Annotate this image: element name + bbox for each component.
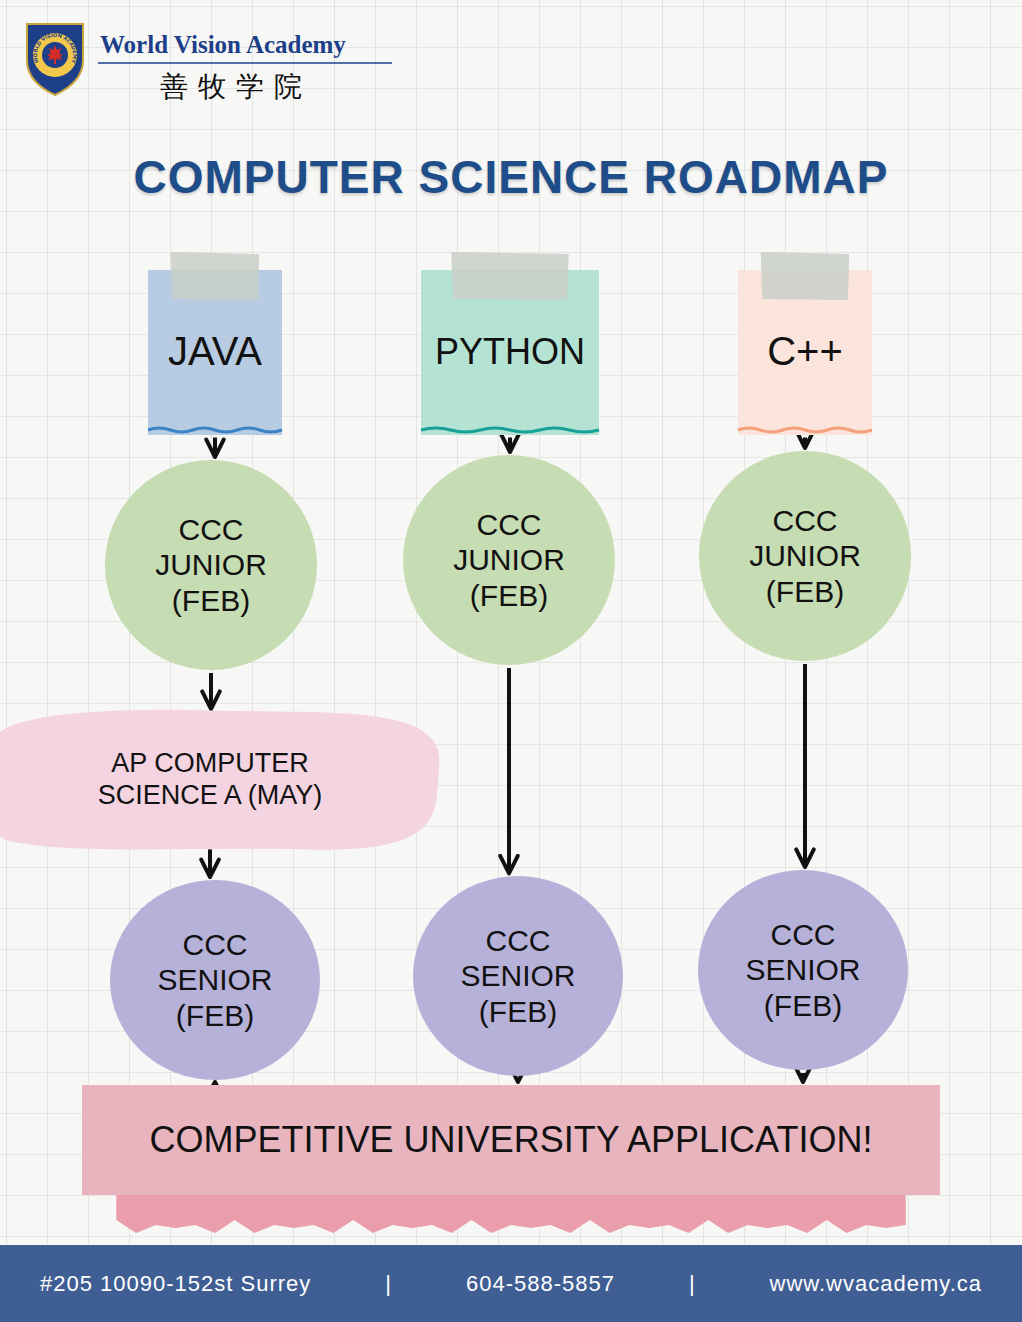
school-name-chinese: 善牧学院 [160, 68, 312, 106]
tape-strip [171, 252, 259, 300]
node-text: CCC SENIOR (FEB) [745, 917, 860, 1023]
maple-leaf [47, 45, 63, 64]
website: www.wvacademy.ca [770, 1271, 982, 1297]
phone: 604-588-5857 [466, 1271, 615, 1297]
flow-arrow [803, 664, 807, 867]
node-text: COMPETITIVE UNIVERSITY APPLICATION! [150, 1119, 873, 1161]
footer-band: #205 10090-152st Surrey | 604-588-5857 | www… [0, 1245, 1022, 1322]
note-wave [148, 428, 282, 432]
school-name: World Vision Academy [100, 31, 346, 59]
contest-circle: CCC JUNIOR (FEB) [105, 460, 317, 670]
circle-fill [413, 876, 623, 1076]
separator: | [689, 1271, 696, 1297]
node-text: CCC SENIOR (FEB) [157, 927, 272, 1033]
language-note: PYTHON [421, 270, 599, 435]
language-note: C++ [738, 270, 872, 435]
note-wave [421, 428, 599, 432]
contest-circle: CCC SENIOR (FEB) [413, 876, 623, 1076]
contest-circle: CCC JUNIOR (FEB) [403, 455, 615, 665]
blob-fill [0, 710, 439, 850]
tape-strip [761, 252, 849, 300]
exam-blob: AP COMPUTER SCIENCE A (MAY) [0, 701, 453, 859]
goal-band: COMPETITIVE UNIVERSITY APPLICATION! [82, 1085, 940, 1195]
node-text: CCC JUNIOR (FEB) [749, 503, 861, 609]
node-text: C++ [767, 328, 843, 375]
node-text: CCC JUNIOR (FEB) [155, 512, 267, 618]
node-text: CCC SENIOR (FEB) [460, 923, 575, 1029]
contest-circle: CCC SENIOR (FEB) [110, 880, 320, 1080]
flow-arrow [507, 668, 511, 873]
tape-strip [451, 252, 568, 300]
separator: | [385, 1271, 392, 1297]
circle-fill [105, 460, 317, 670]
node-text: JAVA [168, 328, 262, 375]
band-fill [82, 1085, 940, 1195]
crest-shield [27, 24, 83, 95]
language-note: JAVA [148, 270, 282, 435]
contest-circle: CCC SENIOR (FEB) [698, 870, 908, 1070]
flow-arrow [209, 673, 213, 709]
flow-arrow [803, 438, 807, 449]
address: #205 10090-152st Surrey [40, 1271, 311, 1297]
flow-arrow [213, 1082, 217, 1083]
flow-arrow [508, 438, 512, 453]
note-wave [738, 428, 872, 432]
school-crest: WORLD VISION ACADEMY [27, 24, 83, 95]
circle-fill [403, 455, 615, 665]
page-title: COMPUTER SCIENCE ROADMAP [0, 150, 1022, 204]
crest-center [42, 42, 68, 68]
flow-arrow [213, 438, 217, 458]
flow-arrow [516, 1079, 520, 1082]
node-text: CCC JUNIOR (FEB) [453, 507, 565, 613]
contest-circle: CCC JUNIOR (FEB) [699, 451, 911, 661]
crest-ring-text: WORLD VISION ACADEMY [32, 32, 78, 65]
node-text: PYTHON [435, 331, 585, 373]
header: World Vision Academy 善牧学院 [0, 0, 1022, 120]
crest-ring-text: WORLD VISION ACADEMY [32, 32, 78, 65]
flow-arrow [801, 1073, 805, 1082]
circle-fill [110, 880, 320, 1080]
node-text: AP COMPUTER SCIENCE A (MAY) [50, 748, 370, 812]
circle-fill [698, 870, 908, 1070]
header-rule [98, 62, 392, 64]
circle-fill [699, 451, 911, 661]
flow-arrow [208, 849, 212, 877]
